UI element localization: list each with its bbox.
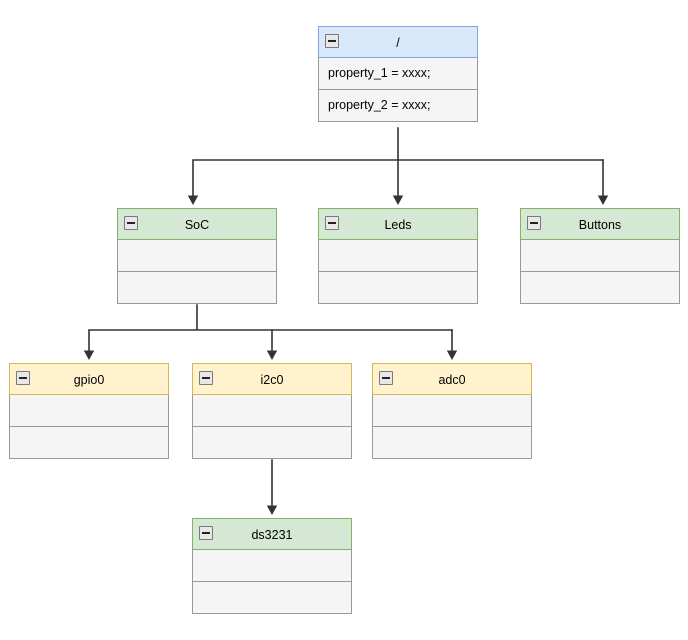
node-i2c0-title: i2c0 [260,373,284,387]
node-gpio0[interactable]: gpio0 [9,363,169,459]
node-root-property-1: property_1 = xxxx; [318,58,478,90]
node-gpio0-row-1 [9,395,169,427]
node-ds3231-header[interactable]: ds3231 [192,518,352,550]
arrowhead-i2c0-ds3231 [266,505,278,515]
node-gpio0-title: gpio0 [73,373,105,387]
node-ds3231-row-2 [192,582,352,614]
arrowhead-root-soc [187,195,199,205]
node-ds3231-title: ds3231 [251,528,293,542]
collapse-minus-icon[interactable] [16,371,30,385]
arrowhead-root-buttons [597,195,609,205]
node-soc-title: SoC [184,218,210,232]
arrowhead-root-leds [392,195,404,205]
node-adc0-row-1 [372,395,532,427]
node-i2c0-row-1 [192,395,352,427]
node-root-property-2: property_2 = xxxx; [318,90,478,122]
node-root[interactable]: / property_1 = xxxx; property_2 = xxxx; [318,26,478,122]
node-leds-header[interactable]: Leds [318,208,478,240]
node-buttons-title: Buttons [578,218,622,232]
edge-soc-gpio0 [88,304,453,354]
node-leds-row-1 [318,240,478,272]
node-gpio0-row-2 [9,427,169,459]
node-i2c0[interactable]: i2c0 [192,363,352,459]
node-soc-row-1 [117,240,277,272]
node-leds-title: Leds [384,218,412,232]
node-gpio0-header[interactable]: gpio0 [9,363,169,395]
arrowhead-soc-i2c0 [266,350,278,360]
node-adc0-row-2 [372,427,532,459]
collapse-minus-icon[interactable] [124,216,138,230]
collapse-minus-icon[interactable] [379,371,393,385]
node-adc0[interactable]: adc0 [372,363,532,459]
node-soc[interactable]: SoC [117,208,277,304]
node-leds[interactable]: Leds [318,208,478,304]
arrowhead-soc-adc0 [446,350,458,360]
node-root-header[interactable]: / [318,26,478,58]
node-soc-row-2 [117,272,277,304]
node-ds3231[interactable]: ds3231 [192,518,352,614]
node-leds-row-2 [318,272,478,304]
collapse-minus-icon[interactable] [199,371,213,385]
node-buttons-row-2 [520,272,680,304]
collapse-minus-icon[interactable] [325,216,339,230]
node-root-title: / [396,36,400,50]
collapse-minus-icon[interactable] [527,216,541,230]
collapse-minus-icon[interactable] [325,34,339,48]
node-buttons[interactable]: Buttons [520,208,680,304]
arrowhead-soc-gpio0 [83,350,95,360]
node-ds3231-row-1 [192,550,352,582]
collapse-minus-icon[interactable] [199,526,213,540]
node-i2c0-header[interactable]: i2c0 [192,363,352,395]
node-adc0-title: adc0 [438,373,466,387]
node-buttons-header[interactable]: Buttons [520,208,680,240]
node-buttons-row-1 [520,240,680,272]
edge-root-soc [192,127,604,199]
node-i2c0-row-2 [192,427,352,459]
node-adc0-header[interactable]: adc0 [372,363,532,395]
node-soc-header[interactable]: SoC [117,208,277,240]
